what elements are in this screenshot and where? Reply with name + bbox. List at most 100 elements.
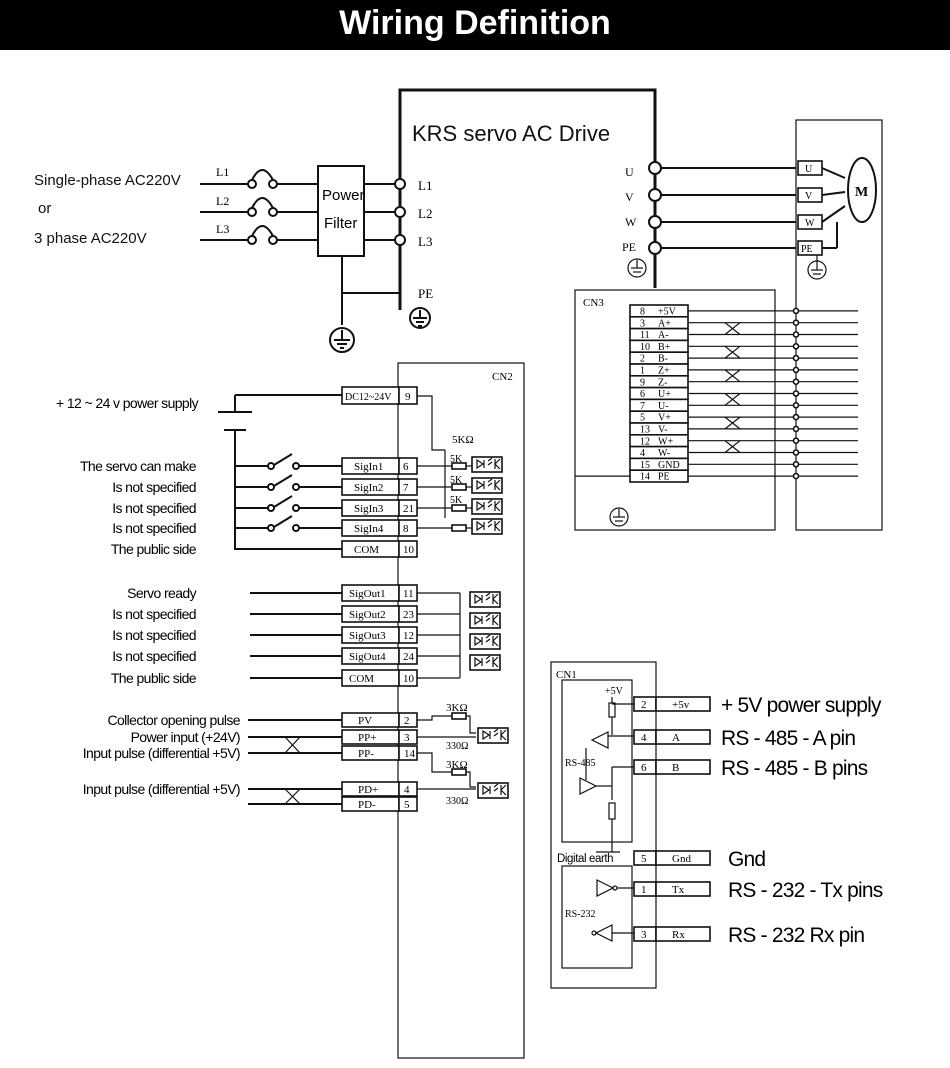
cn3-pin-num: 9 — [640, 377, 645, 388]
drive-terminal-label-l2: L2 — [418, 206, 432, 221]
cn1-pin-description: Gnd — [728, 848, 765, 871]
cn1-pin-signal: Rx — [672, 929, 685, 941]
cn2-input-name: COM — [354, 544, 379, 556]
cn2-output-num: 10 — [403, 673, 415, 685]
cn1-pin-description: + 5V power supply — [721, 694, 882, 717]
drive-terminal-label-l3: L3 — [418, 234, 432, 249]
resistor-3k-label: 3KΩ — [446, 759, 468, 771]
cn2-output-label: Is not specified — [112, 606, 196, 622]
cn2-pulse-label: Collector opening pulse — [107, 712, 240, 728]
svg-text:U: U — [805, 164, 813, 175]
ground-icon — [329, 327, 355, 353]
svg-text:PE: PE — [801, 244, 813, 255]
cn3-pin-row: 8+5V — [629, 304, 858, 318]
cn3-pin-signal: A+ — [658, 318, 671, 329]
cn3-pin-signal: B+ — [658, 342, 671, 353]
motor-terminal-label-u: U — [625, 165, 634, 179]
cn1-pin-num: 6 — [641, 762, 647, 774]
resistor-330-label: 330Ω — [446, 741, 468, 752]
line-label-l2: L2 — [216, 194, 229, 208]
cn3-pin-num: 12 — [640, 436, 650, 447]
twisted-pair-marks — [724, 322, 741, 453]
cn2-output-num: 23 — [403, 609, 415, 621]
cn2-pulse-label: Power input (+24V) — [131, 729, 240, 745]
ac-label-single: Single-phase AC220V — [34, 172, 181, 189]
cn2-output-label: The public side — [111, 670, 197, 686]
motor-icon: M — [847, 157, 877, 223]
cn2-input-name: SigIn4 — [354, 523, 384, 535]
motor-terminal-label-v: V — [625, 190, 634, 204]
cn2-pulse-row: Input pulse (differential +5V)PD+4 — [83, 781, 418, 797]
cn1-title: CN1 — [556, 669, 577, 681]
cn1-pin-row: 2+5v+ 5V power supply — [633, 694, 883, 717]
cn1-pin-signal-box — [655, 926, 711, 942]
cn2-input-name: SigIn3 — [354, 503, 384, 515]
svg-text:5K: 5K — [450, 454, 463, 465]
cn2-pulse-row: PD-5 — [248, 796, 418, 812]
cn1-block — [550, 661, 657, 989]
cn1-pin-signal-box — [655, 881, 711, 897]
line-label-l3: L3 — [216, 222, 229, 236]
cn2-block — [397, 362, 525, 1059]
cn1-pin-signal: Tx — [672, 884, 685, 896]
cn3-pin-num: 8 — [640, 307, 645, 318]
cn2-pulse-num: 3 — [404, 732, 410, 744]
mains-line-l2: L2 — [200, 194, 318, 217]
cn3-pin-num: 2 — [640, 354, 645, 365]
cn2-pulse-name: PV — [358, 715, 372, 727]
cn3-pin-signal: U+ — [658, 389, 671, 400]
cn2-output-label: Is not specified — [112, 648, 196, 664]
cn3-pin-signal: V- — [658, 425, 668, 436]
cn3-pin-num: 10 — [640, 342, 650, 353]
cn3-pin-num: 4 — [640, 448, 645, 459]
svg-text:5K: 5K — [450, 475, 463, 486]
cn2-input-num: 6 — [403, 461, 409, 473]
cn3-pin-num: 14 — [640, 472, 650, 483]
cn1-pin-signal-box — [655, 759, 711, 775]
digital-earth-label: Digital earth — [557, 853, 613, 865]
resistor-3k-label: 3KΩ — [446, 702, 468, 714]
cn2-pulse-num: 2 — [404, 715, 410, 727]
resistor-330-label: 330Ω — [446, 796, 468, 807]
mains-line-l3: L3 — [200, 222, 318, 245]
cn2-pulse-num: 14 — [404, 748, 416, 760]
rs485-label: RS-485 — [565, 758, 596, 769]
cn2-pulse-name: PD- — [358, 799, 376, 811]
cn1-pin-num: 4 — [641, 732, 647, 744]
cn2-input-label: Is not specified — [112, 479, 196, 495]
cn3-pin-num: 6 — [640, 389, 645, 400]
cn2-input-label: The servo can make — [80, 458, 197, 474]
cn3-pin-row: 6 U+ — [629, 386, 858, 401]
cn2-input-num: 21 — [403, 503, 414, 515]
cn2-title: CN2 — [492, 371, 513, 383]
power-filter-box — [317, 165, 365, 257]
ac-label-three: 3 phase AC220V — [34, 230, 147, 247]
cn3-pin-row: 10 B+ — [629, 339, 858, 353]
cn1-pin-description: RS - 232 - Tx pins — [728, 879, 883, 902]
power-filter-label-1: Power — [322, 187, 365, 204]
motor-terminal-label-pe: PE — [622, 240, 636, 254]
svg-text:V: V — [805, 191, 813, 202]
drive-terminal-label-l1: L1 — [418, 178, 432, 193]
cn1-pin-description: RS - 485 - B pins — [721, 757, 868, 780]
cn2-pulse-row: Collector opening pulse PV 2 — [107, 712, 418, 728]
cn3-pin-signal: PE — [658, 472, 670, 483]
cn2-pulse-name: PD+ — [358, 784, 378, 796]
cn3-pin-signal: A- — [658, 330, 669, 341]
